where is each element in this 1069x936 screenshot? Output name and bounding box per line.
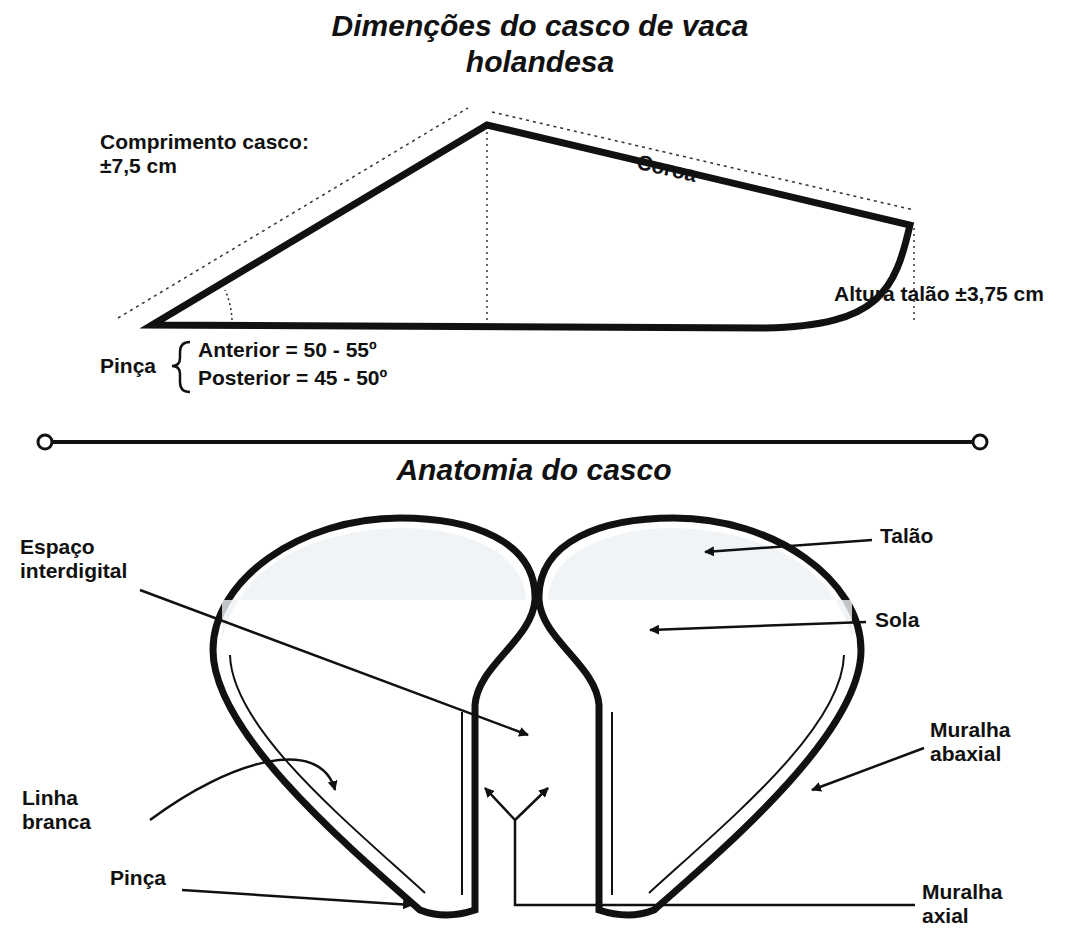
part-label: Espaço interdigital [20, 535, 150, 583]
claw-drawing [213, 518, 861, 915]
leader-lines [140, 540, 924, 905]
separator [38, 435, 987, 449]
part-label: Muralha abaxial [930, 718, 1055, 766]
part-label: Pinça [110, 866, 190, 890]
angle-label: Posterior = 45 - 50º [198, 366, 458, 390]
angle-label: Anterior = 50 - 55º [198, 338, 458, 362]
part-label: Muralha axial [922, 880, 1052, 928]
title: Dimenções do casco de vaca holandesa [330, 8, 750, 80]
part-label: Coroa [635, 150, 757, 201]
brace [172, 342, 190, 392]
dimension-label: Comprimento casco: ±7,5 cm [100, 130, 350, 178]
part-label: Talão [880, 524, 1000, 548]
part-label: Pinça [100, 354, 180, 378]
section-heading: Anatomia do casco [284, 452, 784, 488]
part-label: Linha branca [22, 786, 152, 834]
dimension-label: Altura talão ±3,75 cm [834, 282, 1064, 306]
part-label: Sola [875, 608, 995, 632]
